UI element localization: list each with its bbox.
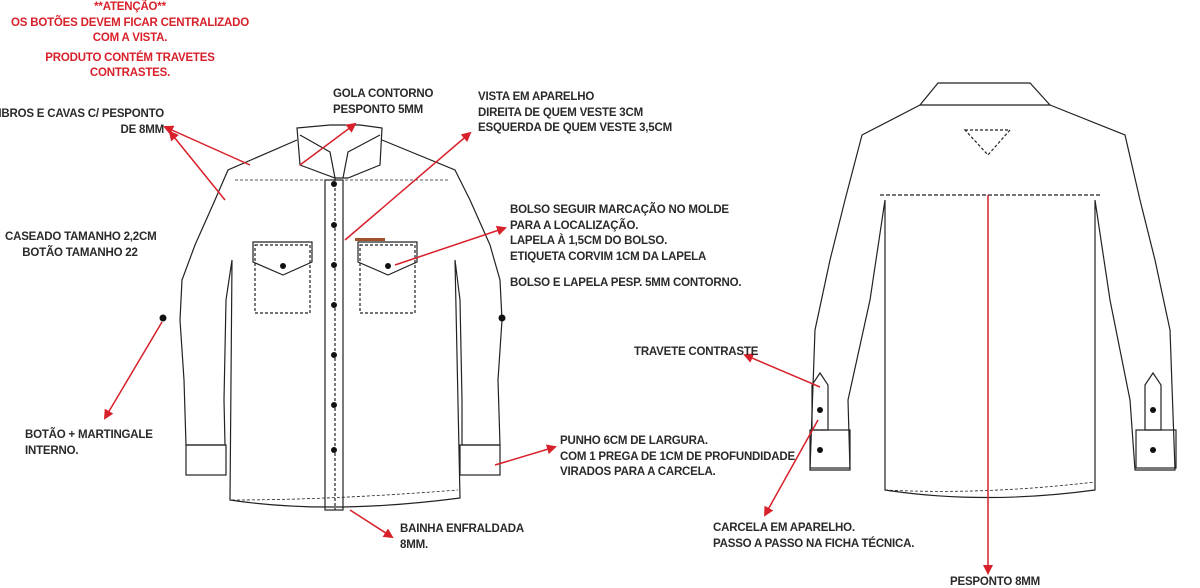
note-line: TRAVETE CONTRASTE	[634, 346, 759, 358]
note-line: ESQUERDA DE QUEM VESTE 3,5CM	[478, 122, 672, 134]
note-line: PESPONTO 8MM	[950, 576, 1041, 588]
back-shirt	[809, 82, 1177, 499]
note-line: 8MM.	[400, 538, 428, 551]
note-line: LAPELA À 1,5CM DO BOLSO.	[510, 235, 668, 247]
note-line: ETIQUETA CORVIM 1CM DA LAPELA	[510, 250, 707, 263]
note-line: CASEADO TAMANHO 2,2CM	[5, 231, 157, 243]
attention-line: OS BOTÕES DEVEM FICAR CENTRALIZADO	[11, 16, 249, 29]
note-line: VISTA EM APARELHO	[478, 91, 595, 103]
note-bolso: BOLSO SEGUIR MARCAÇÃO NO MOLDE PARA A LO…	[510, 203, 742, 292]
note-line: PESPONTO 5MM	[333, 103, 424, 116]
note-line: BOTÃO + MARTINGALE	[25, 429, 153, 441]
note-vista: VISTA EM APARELHO DIREITA DE QUEM VESTE …	[478, 90, 672, 137]
attention-line: COM A VISTA.	[92, 32, 168, 44]
attention-title: **ATENÇÃO**	[94, 1, 166, 13]
front-shirt	[179, 124, 503, 511]
back-buttons	[817, 407, 1156, 453]
note-line: OMBROS E CAVAS C/ PESPONTO	[0, 108, 164, 120]
note-line: BOTÃO TAMANHO 22	[22, 246, 138, 259]
note-line: DIREITA DE QUEM VESTE 3CM	[478, 106, 643, 119]
note-ombros: OMBROS E CAVAS C/ PESPONTO DE 8MM	[0, 107, 164, 138]
note-line: PUNHO 6CM DE LARGURA.	[560, 435, 708, 447]
attention-line: CONTRASTES.	[89, 67, 171, 79]
note-line: BOLSO E LAPELA PESP. 5MM CONTORNO.	[510, 277, 742, 289]
note-martingale: BOTÃO + MARTINGALE INTERNO.	[25, 428, 153, 459]
note-gola: GOLA CONTORNO PESPONTO 5MM	[333, 87, 433, 118]
attention-note: **ATENÇÃO** OS BOTÕES DEVEM FICAR CENTRA…	[0, 0, 260, 82]
note-line: VIRADOS PARA A CARCELA.	[560, 466, 716, 478]
note-line: CARCELA EM APARELHO.	[713, 522, 855, 534]
note-line: COM 1 PREGA DE 1CM DE PROFUNDIDADE	[560, 450, 795, 463]
note-carcela: CARCELA EM APARELHO. PASSO A PASSO NA FI…	[713, 521, 914, 552]
annotation-arrows	[103, 122, 993, 575]
note-caseado: CASEADO TAMANHO 2,2CM BOTÃO TAMANHO 22	[5, 230, 157, 261]
note-line: PASSO A PASSO NA FICHA TÉCNICA.	[713, 537, 915, 550]
note-line: PARA A LOCALIZAÇÃO.	[510, 219, 639, 232]
note-punho: PUNHO 6CM DE LARGURA. COM 1 PREGA DE 1CM…	[560, 434, 795, 481]
attention-line: PRODUTO CONTÉM TRAVETES	[45, 51, 215, 64]
note-bainha: BAINHA ENFRALDADA 8MM.	[400, 522, 524, 553]
note-line: BAINHA ENFRALDADA	[400, 523, 524, 535]
note-line: DE 8MM	[120, 123, 164, 136]
note-pesponto: PESPONTO 8MM	[950, 575, 1040, 588]
note-line: GOLA CONTORNO	[333, 88, 434, 100]
note-line: INTERNO.	[25, 444, 79, 457]
note-travete: TRAVETE CONTRASTE	[634, 345, 758, 361]
front-buttons	[159, 181, 506, 453]
note-line: BOLSO SEGUIR MARCAÇÃO NO MOLDE	[510, 204, 729, 216]
